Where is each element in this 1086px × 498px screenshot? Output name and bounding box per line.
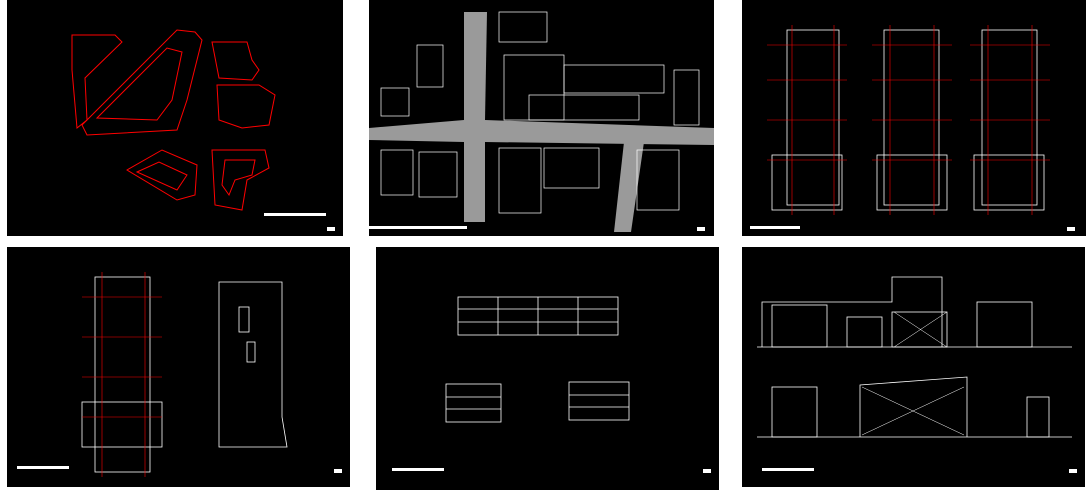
drawing-sheet-ground-roof-plan[interactable] <box>7 247 350 487</box>
drawing-sheet-elevations[interactable] <box>742 247 1085 487</box>
ground-roof-drawing <box>17 272 342 477</box>
drawing-sheet-site-outline[interactable] <box>7 0 343 236</box>
sections-drawing <box>392 296 711 473</box>
floor-plans-drawing <box>750 25 1075 231</box>
elevations-drawing <box>757 276 1077 473</box>
drawing-sheet-floor-plans[interactable] <box>742 0 1086 236</box>
drawing-sheet-urban-context[interactable] <box>369 0 714 236</box>
drawing-sheet-sections[interactable] <box>376 247 719 490</box>
site-outline-drawing <box>71 29 335 231</box>
urban-context-drawing <box>369 11 714 232</box>
